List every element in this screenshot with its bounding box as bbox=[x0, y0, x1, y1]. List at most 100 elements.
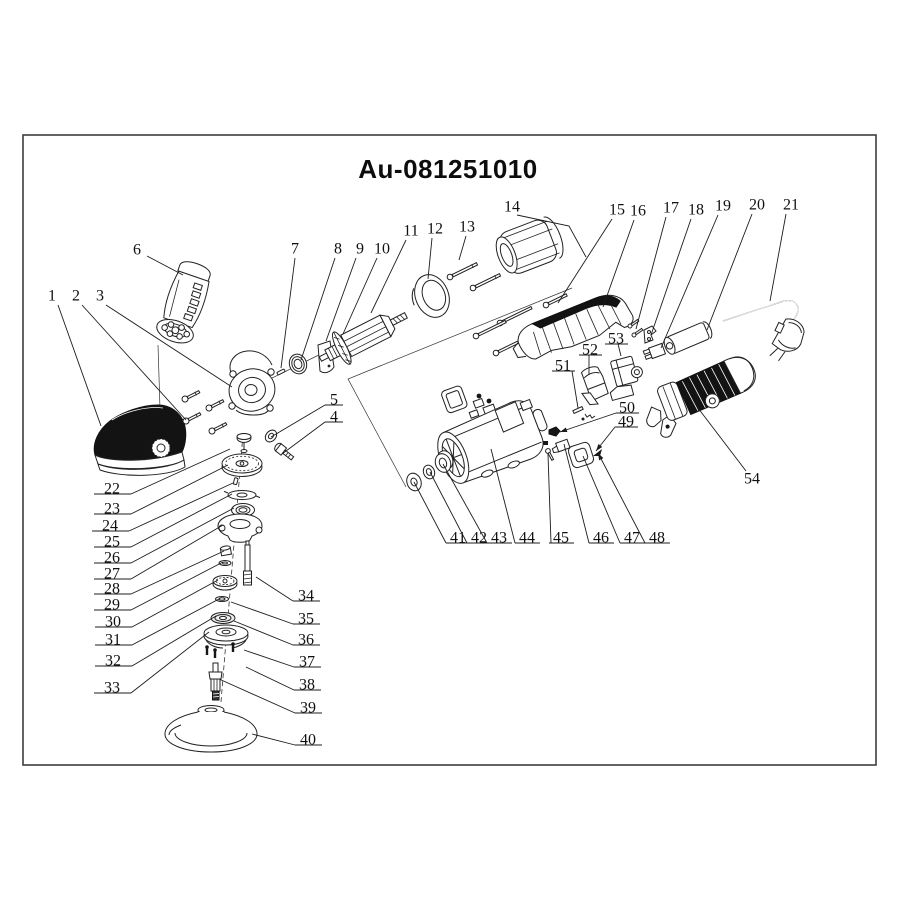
part-sleeve-28 bbox=[219, 545, 233, 557]
part-number-46: 46 bbox=[593, 530, 609, 547]
part-number-40: 40 bbox=[300, 732, 316, 749]
part-switch-53 bbox=[609, 355, 643, 402]
part-label-3: 3 bbox=[96, 288, 233, 388]
part-label-9: 9 bbox=[325, 241, 364, 342]
part-bearing-cover-27 bbox=[217, 513, 263, 543]
part-number-12: 12 bbox=[427, 221, 443, 238]
part-label-24: 24 bbox=[92, 482, 234, 535]
part-label-26: 26 bbox=[94, 507, 235, 567]
part-number-50: 50 bbox=[619, 400, 635, 417]
part-number-10: 10 bbox=[374, 241, 390, 258]
part-dust-cap-22 bbox=[236, 433, 252, 453]
part-field-housing bbox=[437, 398, 548, 484]
part-number-38: 38 bbox=[299, 677, 315, 694]
part-pin-7 bbox=[276, 368, 286, 376]
part-label-39: 39 bbox=[218, 678, 322, 717]
part-number-43: 43 bbox=[491, 530, 507, 547]
part-label-38: 38 bbox=[245, 666, 321, 694]
part-long-screws-13 bbox=[446, 262, 502, 292]
part-number-51: 51 bbox=[555, 358, 571, 375]
part-brush-holder-bits bbox=[468, 393, 497, 419]
part-clutch-disc-32 bbox=[210, 612, 236, 624]
part-number-27: 27 bbox=[104, 566, 120, 583]
part-label-4: 4 bbox=[281, 409, 343, 455]
part-number-21: 21 bbox=[783, 197, 799, 214]
part-lock-button-52 bbox=[580, 366, 609, 406]
part-label-25: 25 bbox=[94, 493, 233, 551]
part-number-14: 14 bbox=[504, 199, 520, 216]
part-number-25: 25 bbox=[104, 534, 120, 551]
part-backing-pad-40 bbox=[164, 705, 258, 753]
part-number-49: 49 bbox=[618, 414, 634, 431]
part-bolt-4 bbox=[274, 442, 295, 461]
part-number-37: 37 bbox=[299, 654, 315, 671]
part-spindle-gear-34 bbox=[243, 540, 252, 586]
part-number-8: 8 bbox=[334, 241, 342, 258]
part-gear-stack bbox=[164, 433, 263, 753]
part-number-13: 13 bbox=[459, 219, 475, 236]
part-pin-spring-51 bbox=[572, 405, 596, 421]
part-washer-5 bbox=[264, 429, 278, 443]
part-number-31: 31 bbox=[105, 632, 121, 649]
part-number-44: 44 bbox=[519, 530, 535, 547]
part-label-36: 36 bbox=[233, 620, 320, 649]
part-label-1: 1 bbox=[48, 288, 102, 427]
part-label-23: 23 bbox=[94, 464, 229, 518]
part-number-54: 54 bbox=[744, 471, 760, 488]
part-label-31: 31 bbox=[95, 598, 220, 649]
part-label-22: 22 bbox=[94, 448, 231, 498]
part-cord-guard bbox=[663, 321, 713, 355]
part-label-32: 32 bbox=[95, 615, 217, 670]
part-number-15: 15 bbox=[609, 202, 625, 219]
part-power-cord-plug bbox=[722, 300, 805, 362]
part-number-20: 20 bbox=[749, 197, 765, 214]
part-label-5: 5 bbox=[270, 392, 343, 438]
part-clip-18 bbox=[643, 325, 657, 344]
part-label-50: 50 bbox=[559, 400, 639, 433]
part-label-47: 47 bbox=[582, 455, 645, 547]
part-label-29: 29 bbox=[94, 561, 224, 614]
part-upper-housing bbox=[512, 294, 634, 360]
part-spur-gear-30 bbox=[212, 575, 238, 591]
part-label-13: 13 bbox=[458, 219, 475, 261]
part-number-2: 2 bbox=[72, 288, 80, 305]
part-label-8: 8 bbox=[300, 241, 342, 361]
part-number-39: 39 bbox=[300, 700, 316, 717]
part-number-53: 53 bbox=[608, 331, 624, 348]
part-bearing-8 bbox=[288, 353, 308, 375]
drawing-border bbox=[22, 134, 877, 766]
part-label-12: 12 bbox=[427, 221, 443, 280]
part-washer-31 bbox=[215, 596, 229, 602]
part-label-18: 18 bbox=[650, 202, 704, 336]
part-pins-17 bbox=[627, 318, 644, 338]
part-number-3: 3 bbox=[96, 288, 104, 305]
part-switch-small-parts bbox=[543, 426, 602, 469]
part-label-19: 19 bbox=[660, 198, 731, 349]
part-number-35: 35 bbox=[298, 611, 314, 628]
part-number-24: 24 bbox=[102, 518, 118, 535]
part-label-51: 51 bbox=[552, 358, 579, 409]
part-label-37: 37 bbox=[243, 649, 321, 671]
part-air-deflector-ring bbox=[411, 274, 450, 318]
part-gear-housing bbox=[228, 350, 276, 416]
part-label-42: 42 bbox=[429, 471, 492, 547]
part-label-10: 10 bbox=[342, 241, 390, 335]
part-number-7: 7 bbox=[291, 241, 299, 258]
part-label-46: 46 bbox=[563, 443, 614, 547]
part-label-53: 53 bbox=[605, 331, 628, 357]
part-number-52: 52 bbox=[582, 342, 598, 359]
part-motor-housing-cover bbox=[93, 404, 187, 476]
part-label-52: 52 bbox=[579, 342, 602, 375]
part-rear-handle bbox=[646, 356, 756, 438]
part-label-34: 34 bbox=[255, 576, 320, 605]
part-number-45: 45 bbox=[553, 530, 569, 547]
part-number-32: 32 bbox=[105, 653, 121, 670]
part-number-30: 30 bbox=[105, 614, 121, 631]
part-washer-29 bbox=[218, 560, 232, 566]
part-output-spindle-39 bbox=[208, 662, 223, 701]
part-number-4: 4 bbox=[330, 409, 338, 426]
part-label-20: 20 bbox=[706, 197, 765, 331]
part-plate-washer-25 bbox=[223, 490, 261, 500]
